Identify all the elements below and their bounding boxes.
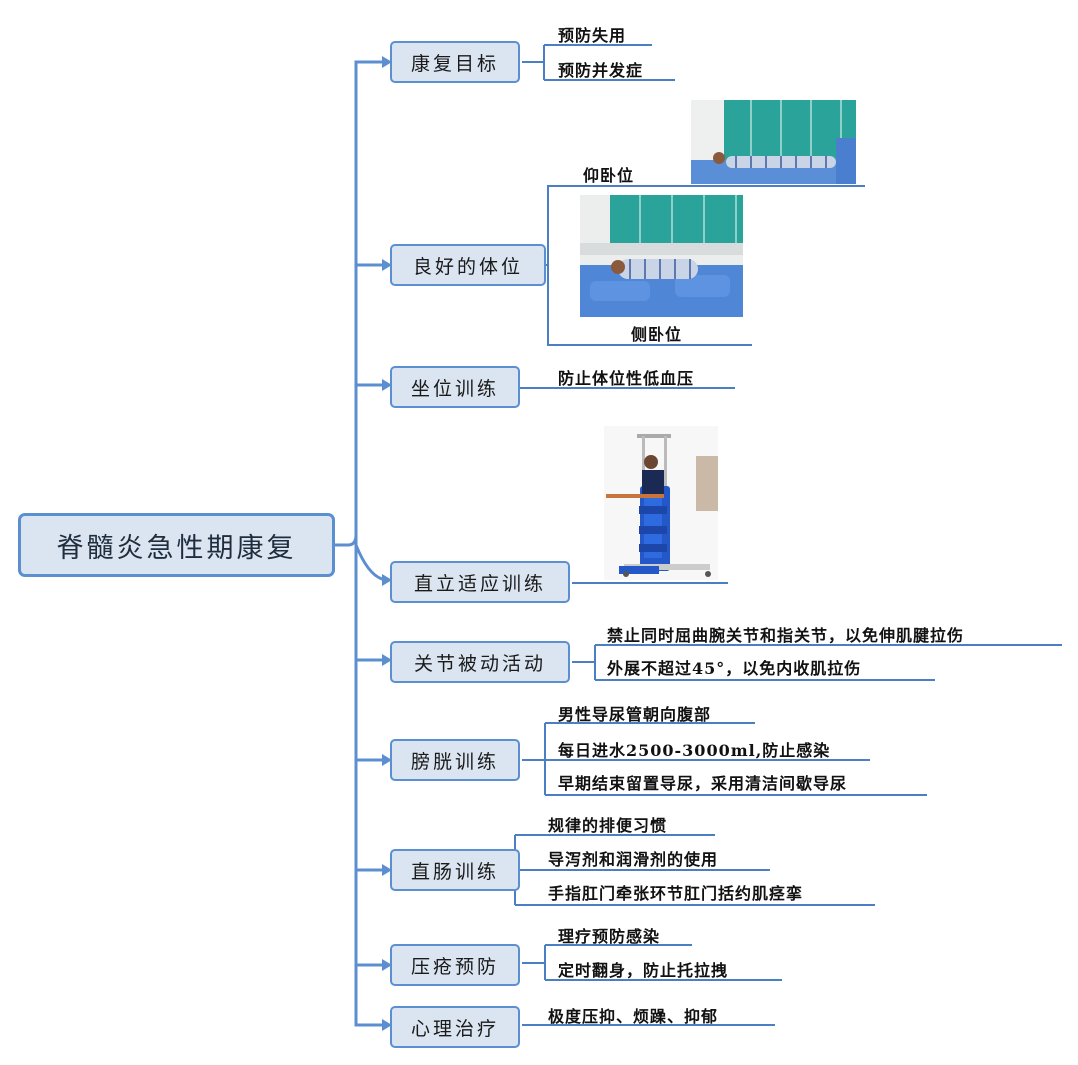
branch-psych-therapy[interactable]: 心理治疗 bbox=[390, 1006, 520, 1048]
root-node[interactable]: 脊髓炎急性期康复 bbox=[18, 513, 335, 577]
leaf-catheter-direction: 男性导尿管朝向腹部 bbox=[558, 705, 712, 724]
leaf-physio-infection: 理疗预防感染 bbox=[558, 927, 661, 946]
leaf-laxative-use: 导泻剂和润滑剂的使用 bbox=[548, 850, 719, 869]
branch-passive-joint[interactable]: 关节被动活动 bbox=[390, 641, 570, 683]
connector-branch-7 bbox=[354, 545, 388, 872]
branch-sitting-training[interactable]: 坐位训练 bbox=[390, 366, 520, 408]
branch-bladder-training[interactable]: 膀胱训练 bbox=[390, 739, 520, 781]
leaf-no-wrist-finger-flex: 禁止同时屈曲腕关节和指关节，以免伸肌腱拉伤 bbox=[607, 626, 965, 645]
leaf-daily-water: 每日进水2500-3000ml,防止感染 bbox=[558, 741, 831, 760]
leaf-turn-over: 定时翻身，防止托拉拽 bbox=[558, 961, 729, 980]
branch-good-position[interactable]: 良好的体位 bbox=[390, 244, 546, 286]
connector-branch-1 bbox=[335, 60, 388, 547]
connector-branch-9 bbox=[354, 545, 388, 1027]
leaf-supine: 仰卧位 bbox=[583, 166, 635, 185]
connector-branch-2 bbox=[354, 263, 388, 545]
leaf-regular-bowel: 规律的排便习惯 bbox=[548, 816, 668, 835]
leaf-side-lying: 侧卧位 bbox=[631, 325, 683, 344]
branch-rehab-goal[interactable]: 康复目标 bbox=[390, 41, 520, 83]
leaf-abduction-limit: 外展不超过45°，以免内收肌拉伤 bbox=[607, 659, 862, 678]
leaf-prevent-hypotension: 防止体位性低血压 bbox=[558, 369, 695, 388]
leaf-anal-stretch: 手指肛门牵张环节肛门括约肌痉挛 bbox=[548, 884, 804, 903]
side-lying-position-photo bbox=[580, 195, 743, 317]
standing-frame-photo bbox=[604, 426, 718, 580]
leaf-intermittent-catheter: 早期结束留置导尿，采用清洁间歇导尿 bbox=[558, 774, 848, 793]
connector-branch-5 bbox=[354, 545, 388, 662]
leaf-prevent-complications: 预防并发症 bbox=[558, 61, 644, 80]
leaf-prevent-disuse: 预防失用 bbox=[558, 26, 627, 45]
connector-branch-3 bbox=[354, 383, 388, 545]
supine-position-photo bbox=[691, 100, 856, 184]
leaf-depression: 极度压抑、烦躁、抑郁 bbox=[548, 1007, 719, 1026]
branch-standing-training[interactable]: 直立适应训练 bbox=[390, 561, 570, 603]
branch-pressure-sore[interactable]: 压疮预防 bbox=[390, 944, 520, 986]
branch-rectal-training[interactable]: 直肠训练 bbox=[390, 849, 520, 891]
